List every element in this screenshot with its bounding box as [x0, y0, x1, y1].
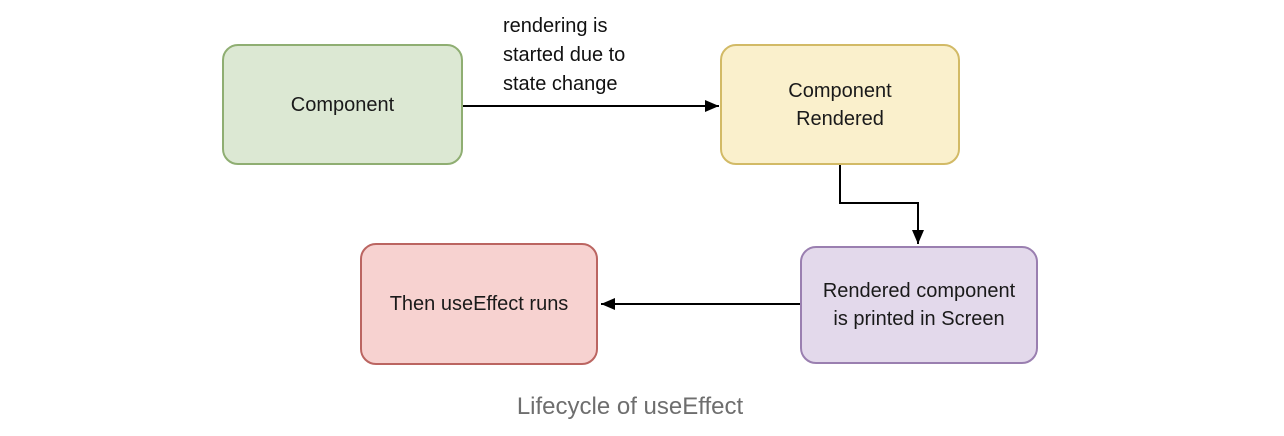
node-useeffect-runs-label: Then useEffect runs [389, 293, 569, 315]
edge-rendered-to-printed [839, 165, 924, 244]
edge-label-line3: state change [503, 73, 618, 95]
node-component-rendered-label-line2: Rendered [796, 107, 884, 130]
node-rendered-printed: Rendered component is printed in Screen [800, 246, 1038, 364]
node-component-rendered: Component Rendered [720, 44, 960, 165]
edge-label-line1: rendering is [503, 15, 608, 37]
edge-label-line2: started due to [503, 44, 626, 66]
node-component: Component [222, 44, 463, 165]
edge-label-rendering-started: rendering is started due to state change [503, 12, 625, 99]
diagram-caption: Lifecycle of useEffect [516, 393, 744, 420]
node-component-label: Component [290, 93, 395, 116]
node-component-rendered-label-line1: Component [788, 79, 892, 102]
node-useeffect-runs: Then useEffect runs [360, 243, 598, 365]
node-rendered-printed-label-line2: is printed in Screen [833, 308, 1005, 330]
node-rendered-printed-label-line1: Rendered component [822, 280, 1016, 302]
